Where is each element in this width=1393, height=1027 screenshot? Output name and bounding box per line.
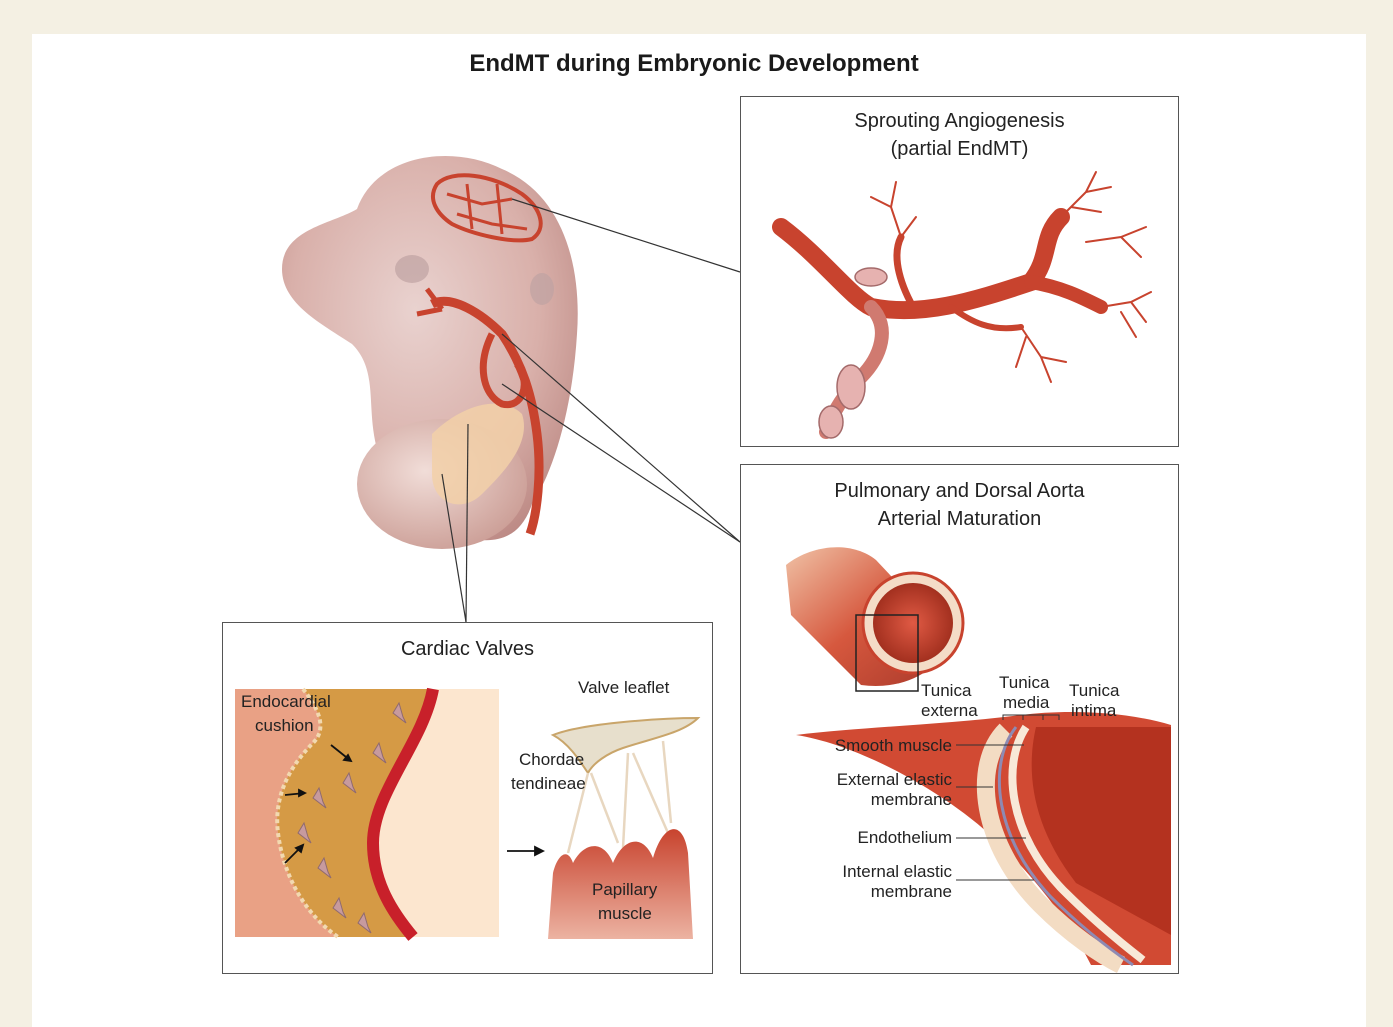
label-external-elastic-2: membrane <box>871 789 952 810</box>
tunica-intima-1: Tunica <box>1069 680 1119 701</box>
papillary-label-2: muscle <box>598 903 652 924</box>
angiogenesis-illustration <box>741 97 1178 446</box>
chordae-label-2: tendineae <box>511 773 586 794</box>
tunica-externa-2: externa <box>921 700 978 721</box>
papillary-label-1: Papillary <box>592 879 657 900</box>
tunica-externa-1: Tunica <box>921 680 971 701</box>
valve-leaflet-label: Valve leaflet <box>578 677 669 698</box>
endocardial-label-1: Endocardial <box>241 691 331 712</box>
chordae-label-1: Chordae <box>519 749 584 770</box>
panel-cardiac-valves: Cardiac Valves <box>222 622 713 974</box>
label-internal-elastic-2: membrane <box>871 881 952 902</box>
label-external-elastic-1: External elastic <box>837 769 952 790</box>
label-endothelium: Endothelium <box>857 827 952 848</box>
label-internal-elastic-1: Internal elastic <box>842 861 952 882</box>
tunica-media-1: Tunica <box>999 672 1049 693</box>
tunica-intima-2: intima <box>1071 700 1116 721</box>
panel-aorta: Pulmonary and Dorsal Aorta Arterial Matu… <box>740 464 1179 974</box>
figure-canvas: EndMT during Embryonic Development <box>32 34 1366 1027</box>
label-smooth-muscle: Smooth muscle <box>835 735 952 756</box>
tunica-media-2: media <box>1003 692 1049 713</box>
panel-angiogenesis: Sprouting Angiogenesis (partial EndMT) <box>740 96 1179 447</box>
endocardial-label-2: cushion <box>255 715 314 736</box>
